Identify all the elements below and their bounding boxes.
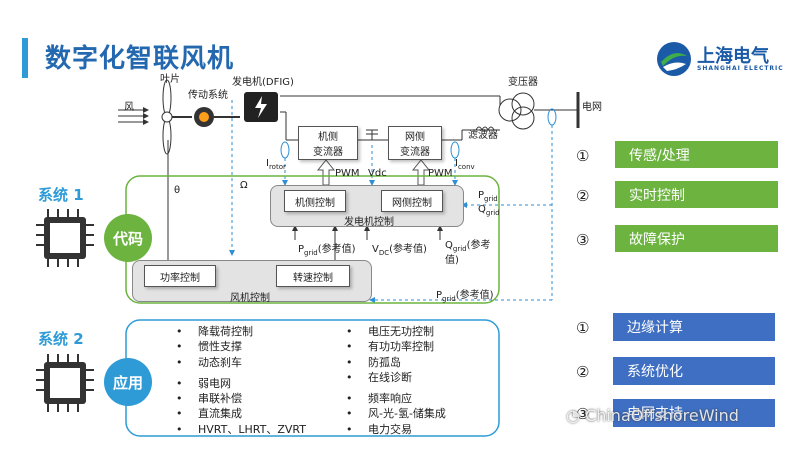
transformer-label: 变压器 bbox=[508, 77, 538, 88]
pwm1-label: PWM bbox=[335, 168, 360, 179]
logo-text-cn: 上海电气 bbox=[697, 46, 769, 67]
omega-label: Ω bbox=[240, 180, 248, 191]
speed-control: 转速控制 bbox=[276, 265, 350, 287]
list-item: 风-光-氢-储集成 bbox=[346, 406, 446, 421]
logo-text-en: SHANGHAI ELECTRIC bbox=[697, 65, 784, 72]
rotor-conv-line1: 机侧 bbox=[318, 132, 338, 143]
theta-label: θ bbox=[174, 185, 181, 196]
chip-icon bbox=[32, 205, 98, 271]
chip-icon-2 bbox=[32, 350, 98, 416]
system1-label: 系统 1 bbox=[38, 186, 84, 204]
page-title: 数字化智联风机 bbox=[45, 44, 235, 74]
list-item: 惯性支撑 bbox=[176, 339, 306, 354]
grid-label: 电网 bbox=[582, 102, 602, 113]
title-accent-bar bbox=[22, 38, 28, 78]
list-item: 有功功率控制 bbox=[346, 339, 446, 354]
grid-side-converter: 网侧 变流器 bbox=[388, 126, 442, 160]
wechat-icon: ◔ bbox=[566, 406, 586, 425]
edge-computing-item: 边缘计算 bbox=[613, 313, 775, 341]
apps-right-list: 电压无功控制 有功功率控制 防孤岛 在线诊断 频率响应 风-光-氢-储集成 电力… bbox=[346, 324, 446, 437]
company-logo: 上海电气 SHANGHAI ELECTRIC bbox=[655, 40, 785, 80]
q-grid-label: Qgrid bbox=[478, 204, 500, 217]
filter-label: 滤波器 bbox=[468, 130, 498, 141]
ref-v-label: VDC(参考值) bbox=[372, 244, 427, 257]
rotor-conv-line2: 变流器 bbox=[313, 147, 343, 158]
sensing-processing-item: 传感/处理 bbox=[615, 141, 778, 168]
pwm2-label: PWM bbox=[428, 168, 453, 179]
list-item: 动态刹车 bbox=[176, 355, 306, 370]
i-rotor-label: Irotor bbox=[266, 158, 286, 171]
list-item: 直流集成 bbox=[176, 406, 306, 421]
list-item: 串联补偿 bbox=[176, 391, 306, 406]
list-item: 电压无功控制 bbox=[346, 324, 446, 339]
generator-control-title: 发电机控制 bbox=[344, 217, 394, 228]
list-item: 防孤岛 bbox=[346, 355, 446, 370]
watermark: ◔ ChinaOffshoreWind bbox=[566, 406, 739, 425]
rotor-side-converter: 机侧 变流器 bbox=[298, 126, 358, 160]
green-num-3: ③ bbox=[576, 231, 590, 249]
vdc-label: Vdc bbox=[368, 168, 387, 179]
list-item: 在线诊断 bbox=[346, 370, 446, 385]
ref-p2-label: Pgrid(参考值) bbox=[436, 290, 494, 303]
power-control: 功率控制 bbox=[144, 265, 216, 287]
list-item: 频率响应 bbox=[346, 391, 446, 406]
blue-num-3: ③ bbox=[576, 405, 590, 423]
blade-label: 叶片 bbox=[160, 74, 180, 85]
system2-label: 系统 2 bbox=[38, 330, 84, 348]
ref-q-label: Qgrid(参考值) bbox=[445, 240, 491, 266]
green-num-1: ① bbox=[576, 147, 590, 165]
i-conv-label: Iconv bbox=[455, 158, 475, 171]
grid-conv-line2: 变流器 bbox=[400, 147, 430, 158]
app-tag: 应用 bbox=[104, 358, 152, 406]
ref-p-label: Pgrid(参考值) bbox=[298, 244, 356, 257]
rotor-side-control: 机侧控制 bbox=[284, 190, 346, 212]
apps-left-list: 降载荷控制 惯性支撑 动态刹车 弱电网 串联补偿 直流集成 HVRT、LHRT、… bbox=[176, 324, 306, 437]
wind-label: 风 bbox=[124, 102, 134, 113]
grid-conv-line1: 网侧 bbox=[405, 132, 425, 143]
system-optimization-item: 系统优化 bbox=[613, 357, 775, 385]
turbine-control-title: 风机控制 bbox=[230, 293, 270, 304]
logo-icon bbox=[657, 42, 691, 76]
p-grid-label: Pgrid bbox=[478, 190, 498, 203]
blue-num-1: ① bbox=[576, 319, 590, 337]
realtime-control-item: 实时控制 bbox=[615, 181, 778, 208]
blue-num-2: ② bbox=[576, 363, 590, 381]
grid-support-item: 电网支持 bbox=[613, 399, 775, 427]
grid-side-control: 网侧控制 bbox=[381, 190, 443, 212]
blade-shape bbox=[161, 79, 173, 155]
list-item: 弱电网 bbox=[176, 376, 306, 391]
generator-icon bbox=[244, 92, 278, 122]
list-item: HVRT、LHRT、ZVRT bbox=[176, 422, 306, 437]
generator-label: 发电机(DFIG) bbox=[232, 77, 294, 88]
green-num-2: ② bbox=[576, 187, 590, 205]
list-item: 电力交易 bbox=[346, 422, 446, 437]
code-tag: 代码 bbox=[104, 214, 152, 262]
fault-protection-item: 故障保护 bbox=[615, 225, 778, 252]
list-item: 降载荷控制 bbox=[176, 324, 306, 339]
drivetrain-label: 传动系统 bbox=[188, 90, 228, 101]
